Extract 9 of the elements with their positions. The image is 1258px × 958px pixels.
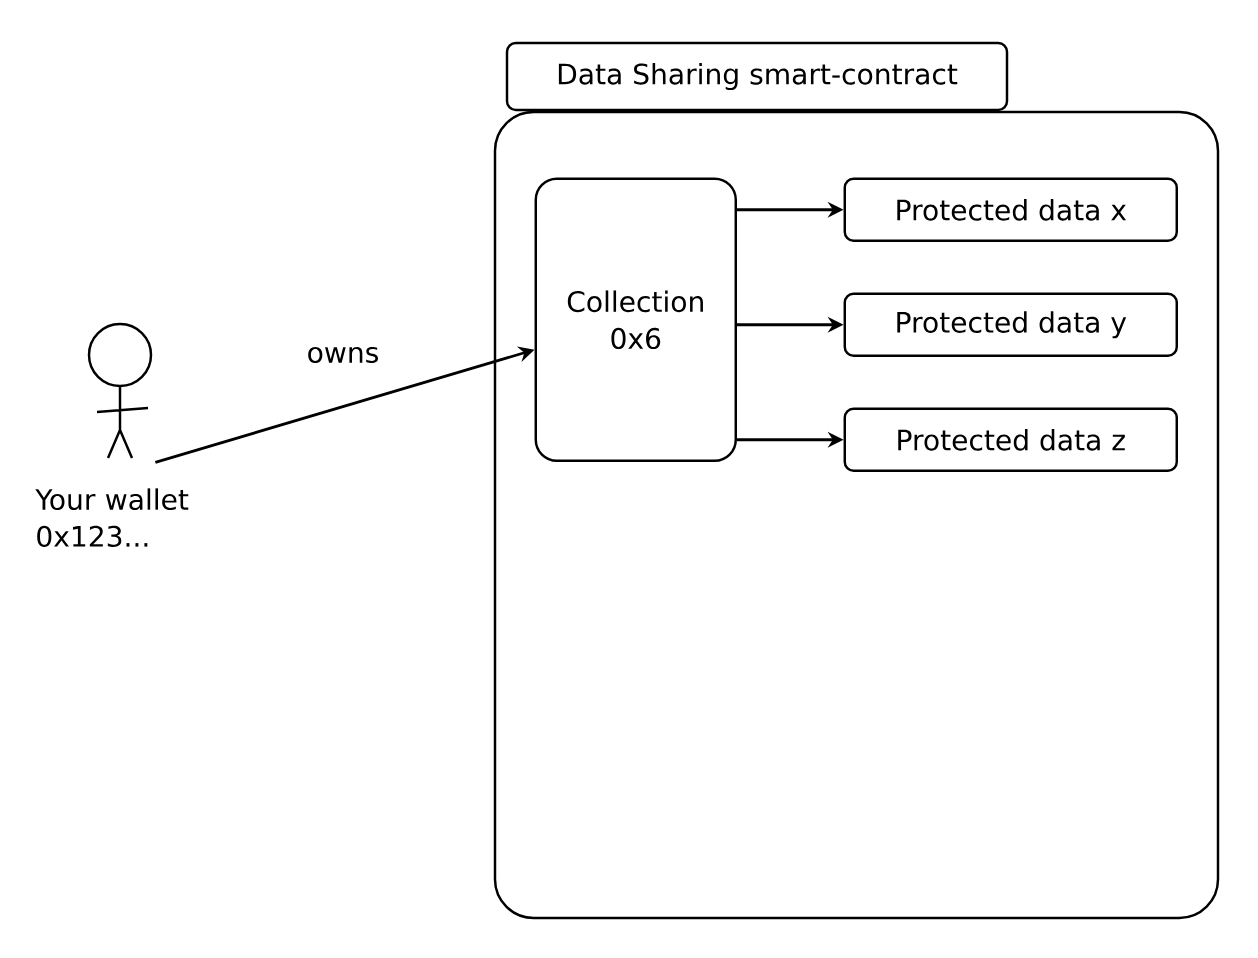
container-box	[493, 110, 1220, 920]
title-box: Data Sharing smart-contract	[505, 41, 1009, 112]
data-box: Protected data z	[843, 407, 1178, 472]
person-icon	[87, 322, 153, 460]
data-box: Protected data x	[843, 177, 1178, 242]
collection-box: Collection 0x6	[534, 177, 737, 462]
edge-label: owns	[303, 343, 383, 367]
data-box: Protected data y	[843, 292, 1178, 357]
caption-text: Your wallet 0x123...	[35, 488, 189, 547]
